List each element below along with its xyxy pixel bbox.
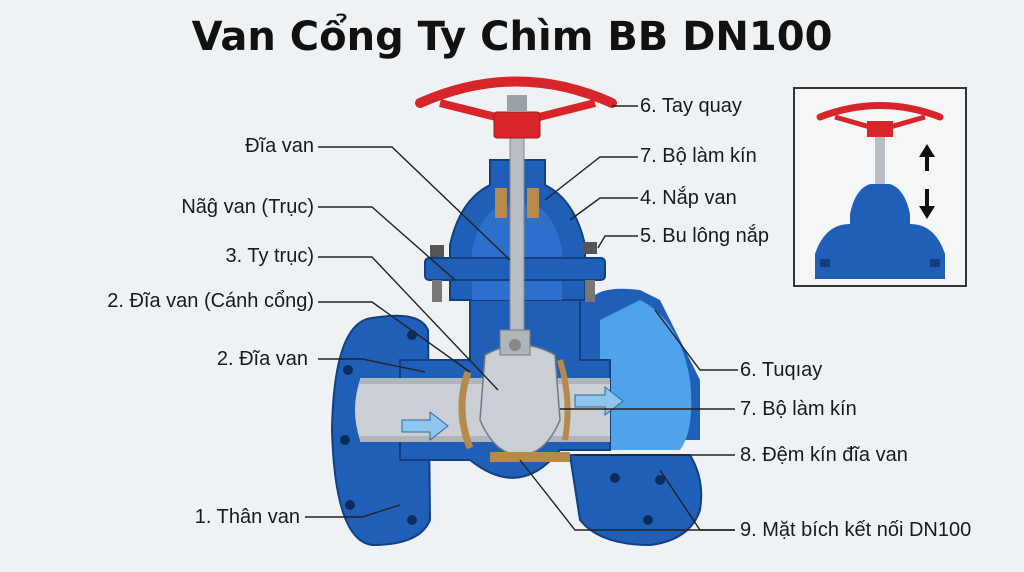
label-tay-quay: 6. Tay quay [640,95,742,117]
stem [509,117,525,339]
outlet-flange [568,454,703,547]
leader-lines-left [305,146,511,518]
inset-valve-drawing [815,102,945,279]
label-tuqiay: 6. Tuqıay [740,359,823,381]
gate-disc [458,329,571,462]
label-than-van: 1. Thân van [194,506,300,528]
label-dia-van-2: 2. Đĩa van [216,348,308,370]
flow-arrows [401,385,624,442]
page-title: Van Cổng Ty Chìm BB DN100 [191,14,833,60]
label-mat-bich: 9. Mặt bích kết nối DN100 [740,519,972,541]
label-nap-van: 4. Nắp van [640,187,737,209]
down-arrow-icon [919,189,935,219]
up-arrow-icon [919,144,935,171]
label-dia-van-top: Đĩa van [245,135,314,157]
label-ty-truc: 3. Ty trục) [225,245,314,267]
label-bu-long-nap: 5. Bu lông nắp [640,225,769,247]
label-dia-van-canh-cong: 2. Đĩa van (Cánh cổng) [107,290,314,312]
bonnet-bolts [430,242,597,302]
label-bo-lam-kin-2: 7. Bộ làm kín [740,398,857,420]
label-nang-van: Nãĝ van (Trục) [181,196,314,218]
handwheel [415,76,617,139]
inset-operation-view [793,87,967,287]
label-bo-lam-kin-top: 7. Bộ làm kín [640,145,757,167]
leader-lines-right [519,105,738,531]
label-dem-kin: 8. Đệm kín đĩa van [740,444,908,466]
